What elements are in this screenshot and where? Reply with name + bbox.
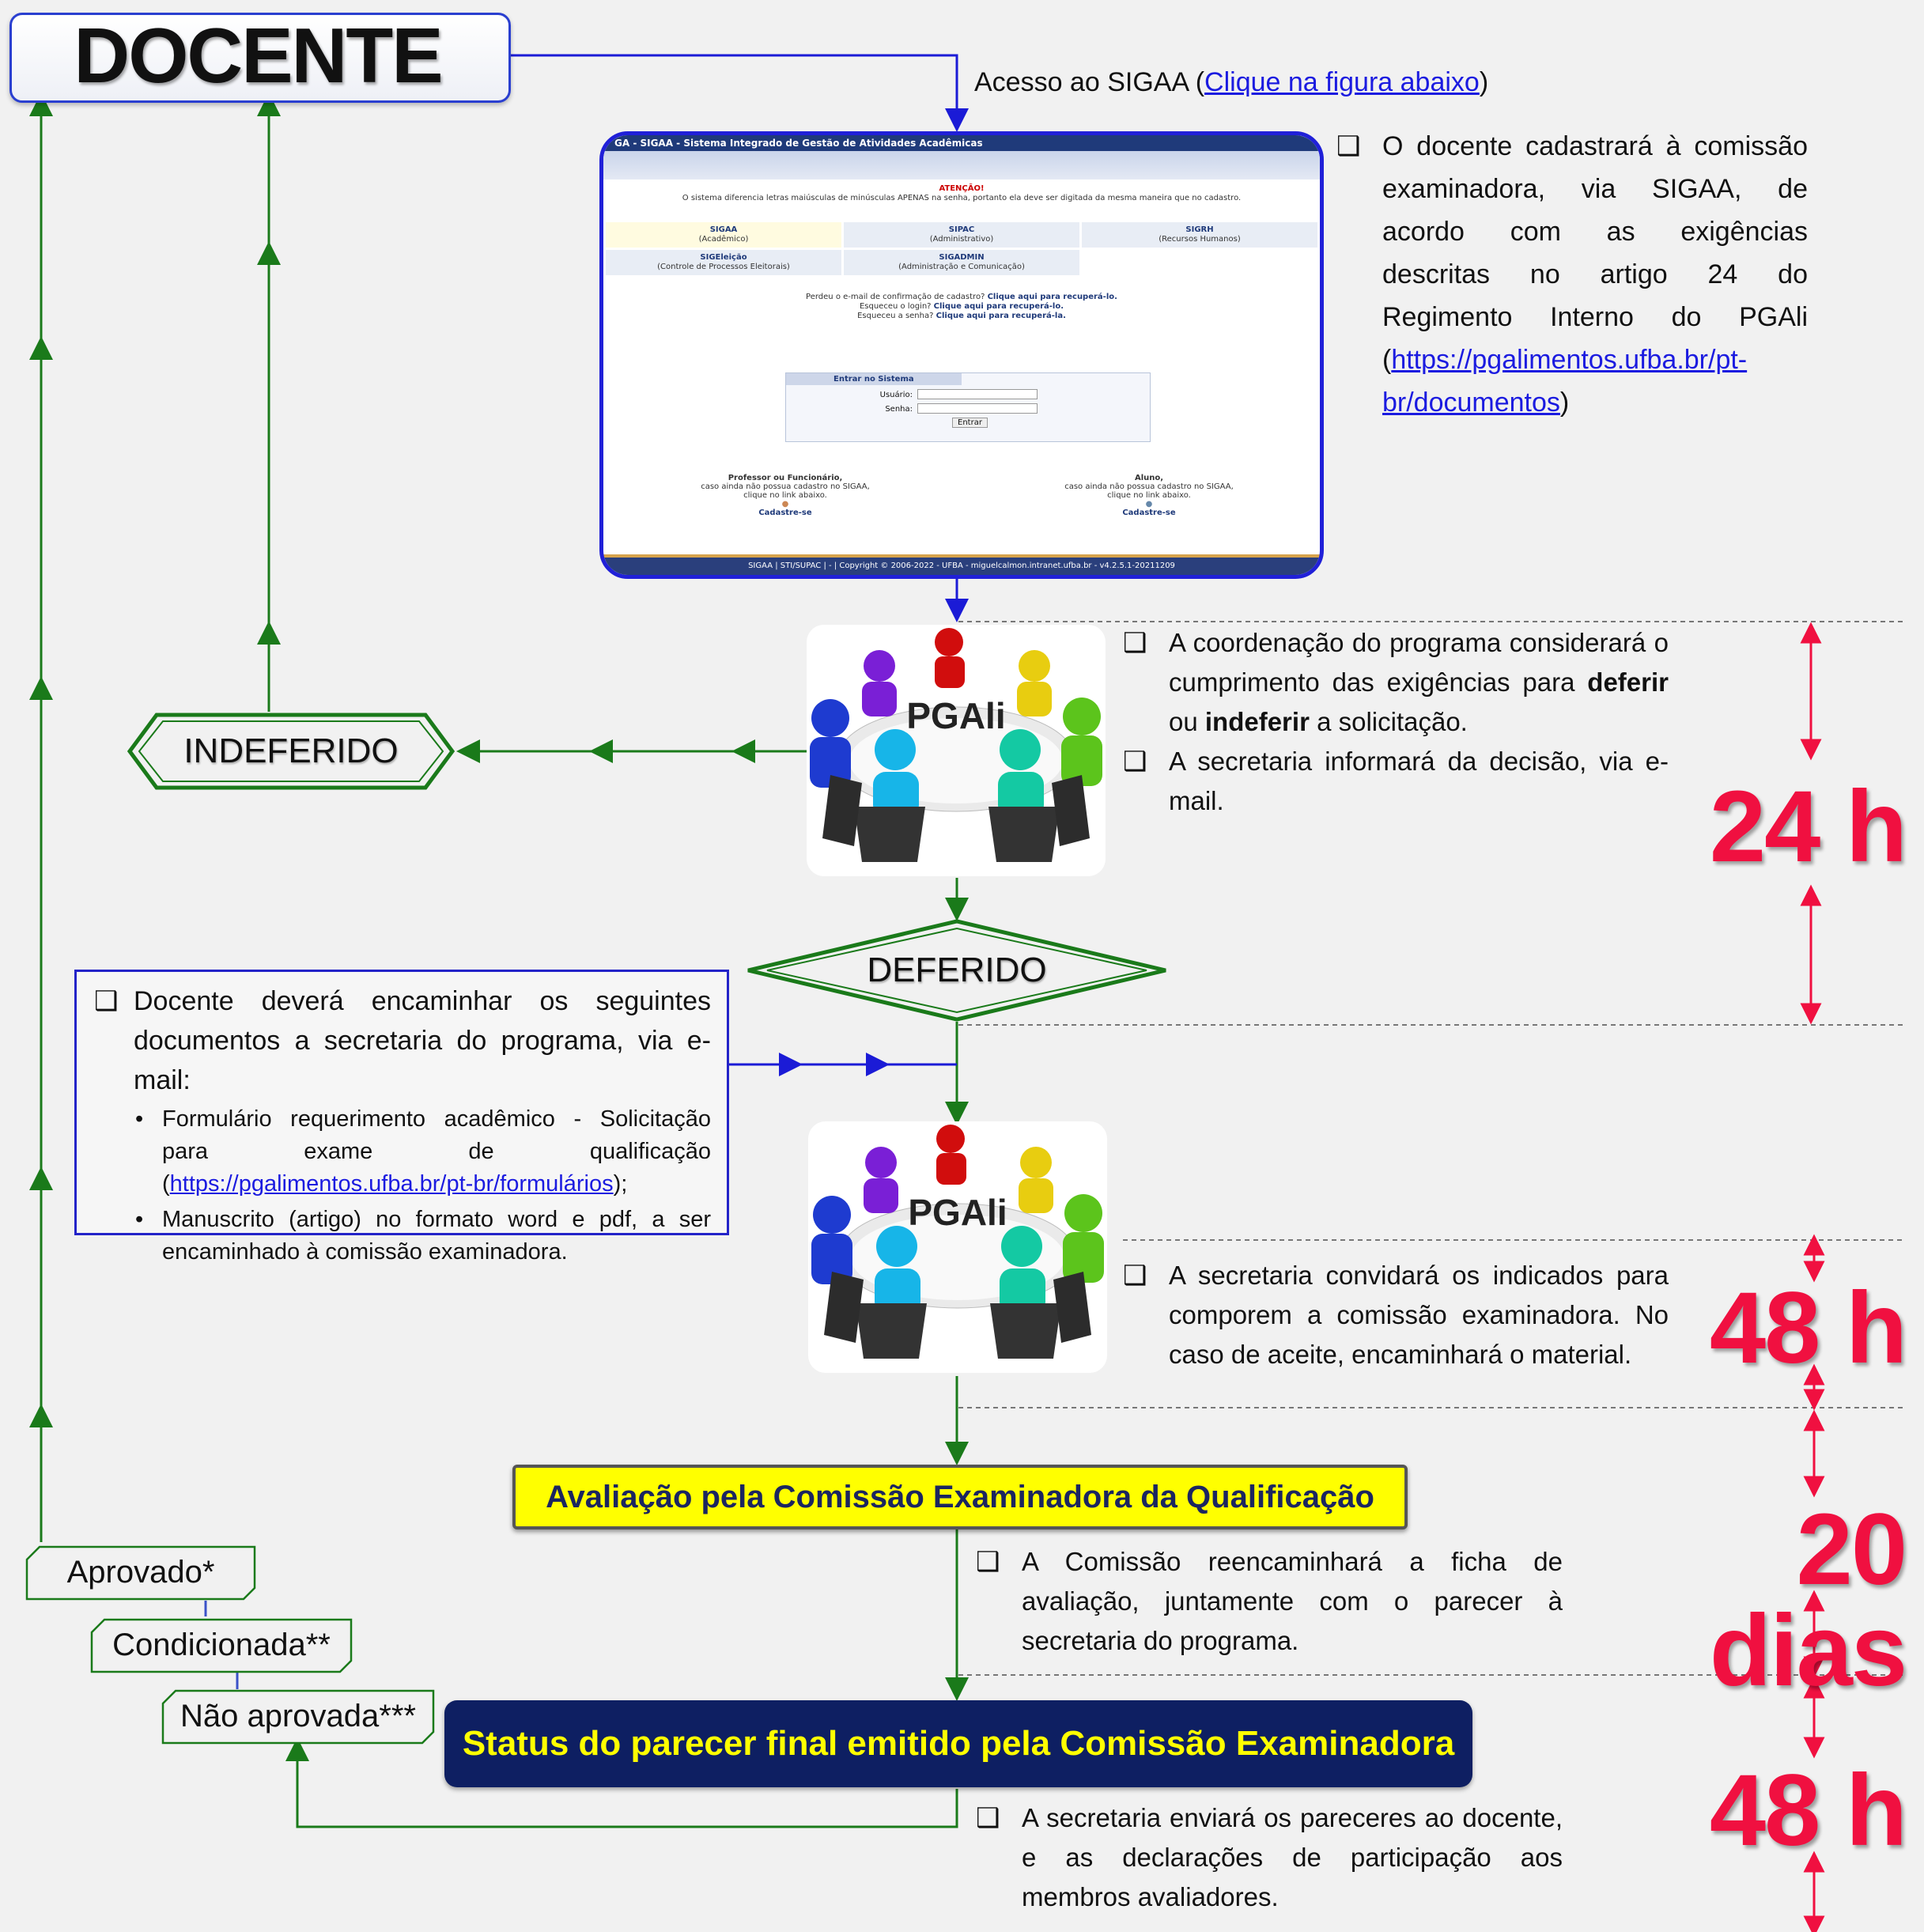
module-sipac[interactable]: SIPAC(Administrativo) [844, 222, 1079, 248]
deferido-label: DEFERIDO [867, 951, 1047, 989]
sigaa-access-text: Acesso ao SIGAA (Clique na figura abaixo… [974, 65, 1488, 100]
password-input[interactable] [917, 403, 1038, 414]
outcome-tab-shape [25, 1545, 256, 1601]
outcome-conditional: Condicionada** [112, 1628, 331, 1662]
warning-text: O sistema diferencia letras maiúsculas d… [682, 194, 1242, 202]
indeferido-shape [127, 713, 455, 790]
documents-box: ❑Docente deverá encaminhar os seguintes … [74, 970, 729, 1265]
checkbox-icon: ❑ [94, 986, 119, 1016]
module-sigrh[interactable]: SIGRH(Recursos Humanos) [1082, 222, 1317, 248]
checkbox-icon: ❑ [1123, 628, 1147, 658]
sigaa-recover-links: Perdeu o e-mail de confirmação de cadast… [806, 293, 1117, 320]
indeferido-label: INDEFERIDO [183, 732, 399, 770]
evaluation-banner: Avaliação pela Comissão Examinadora da Q… [512, 1465, 1408, 1529]
sigaa-header: GA - SIGAA - Sistema Integrado de Gestão… [603, 135, 1320, 151]
checkbox-icon: ❑ [976, 1803, 1000, 1833]
outcome-tab-shape [90, 1618, 353, 1673]
list-item: Manuscrito (artigo) no formato word e pd… [134, 1204, 711, 1268]
access-prefix: Acesso ao SIGAA ( [974, 67, 1205, 97]
password-label: Senha: [885, 404, 913, 414]
step5-text: ❑A secretaria enviará os pareceres ao do… [976, 1798, 1563, 1917]
login-button[interactable]: Entrar [952, 418, 988, 428]
outcome-not-approved: Não aprovada*** [180, 1699, 416, 1734]
timing-label: 24 h [1709, 770, 1907, 883]
docente-box [9, 13, 511, 103]
list-item: Formulário requerimento acadêmico - Soli… [134, 1103, 711, 1200]
username-input[interactable] [917, 389, 1038, 399]
access-suffix: ) [1479, 67, 1489, 97]
meeting-illustration: PGAli [808, 1121, 1107, 1373]
recover-password-link[interactable]: Clique aqui para recuperá-la. [936, 312, 1066, 320]
sigaa-banner [603, 151, 1320, 180]
timing-label: 48 h [1709, 1754, 1907, 1867]
meeting-table-icon [811, 1125, 1104, 1359]
sigaa-warning: ATENÇÃO! O sistema diferencia letras mai… [603, 184, 1320, 203]
documents-link[interactable]: https://pgalimentos.ufba.br/pt-br/docume… [1382, 345, 1748, 418]
step1-text: ❑O docente cadastrará à comissão examina… [1336, 125, 1808, 424]
checkbox-icon: ❑ [1336, 131, 1361, 161]
sigaa-login-screenshot[interactable]: GA - SIGAA - Sistema Integrado de Gestão… [599, 131, 1324, 579]
timing-label: 20 dias [1709, 1493, 1907, 1707]
login-title: Entrar no Sistema [786, 373, 962, 385]
meeting-illustration: PGAli [807, 625, 1106, 876]
meeting-label: PGAli [908, 1192, 1007, 1233]
sigaa-footer: SIGAA | STI/SUPAC | - | Copyright © 2006… [603, 554, 1320, 575]
user-icon: ● [1145, 500, 1153, 509]
sigaa-module-grid: SIGAA(Acadêmico) SIPAC(Administrativo) S… [606, 222, 1317, 275]
step4-text: ❑A Comissão reencaminhará a ficha de ava… [976, 1542, 1563, 1661]
step3-text: ❑A secretaria convidará os indicados par… [1123, 1256, 1669, 1374]
meeting-table-icon [810, 628, 1102, 862]
step2-text: ❑A coordenação do programa considerará o… [1123, 623, 1669, 821]
outcome-tab-shape [161, 1689, 435, 1745]
user-label: Usuário: [879, 390, 913, 399]
student-register: Aluno,caso ainda não possua cadastro no … [1064, 474, 1234, 517]
professor-register: Professor ou Funcionário,caso ainda não … [701, 474, 870, 517]
recover-login-link[interactable]: Clique aqui para recuperá-lo. [933, 302, 1064, 311]
module-sigeleicao[interactable]: SIGEleição(Controle de Processos Eleitor… [606, 250, 841, 275]
status-banner: Status do parecer final emitido pela Com… [444, 1700, 1472, 1787]
forms-link[interactable]: https://pgalimentos.ufba.br/pt-br/formul… [169, 1171, 614, 1197]
module-sigaa[interactable]: SIGAA(Acadêmico) [606, 222, 841, 248]
module-sigadmin[interactable]: SIGADMIN(Administração e Comunicação) [844, 250, 1079, 275]
page-title: DOCENTE [74, 12, 443, 99]
outcome-approved: Aprovado* [66, 1555, 215, 1590]
sigaa-link[interactable]: Clique na figura abaixo [1204, 67, 1480, 97]
checkbox-icon: ❑ [1123, 747, 1147, 777]
deferido-shape [747, 919, 1166, 1022]
warning-title: ATENÇÃO! [939, 184, 985, 193]
user-icon: ● [781, 500, 789, 509]
checkbox-icon: ❑ [1123, 1261, 1147, 1291]
professor-register-link[interactable]: Cadastre-se [758, 509, 812, 517]
timing-label: 48 h [1709, 1272, 1907, 1385]
checkbox-icon: ❑ [976, 1547, 1000, 1577]
meeting-label: PGAli [906, 695, 1006, 736]
student-register-link[interactable]: Cadastre-se [1122, 509, 1176, 517]
sigaa-login-form: Entrar no Sistema Usuário: Senha: Entrar [785, 372, 1151, 442]
recover-email-link[interactable]: Clique aqui para recuperá-lo. [987, 293, 1117, 301]
